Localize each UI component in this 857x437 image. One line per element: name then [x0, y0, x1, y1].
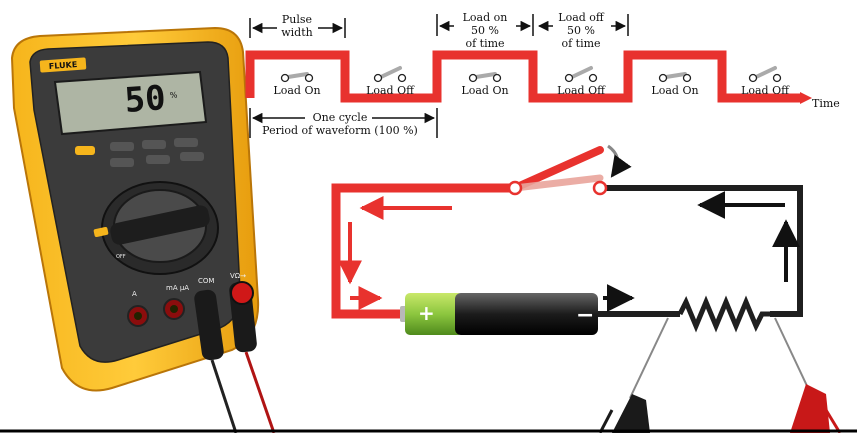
svg-text:50 %: 50 % — [471, 24, 499, 37]
svg-text:of time: of time — [465, 37, 504, 50]
positive-wire — [331, 183, 515, 319]
battery: + − — [400, 293, 598, 335]
battery-minus-sign: − — [576, 303, 594, 328]
segment-load-on: Load On — [273, 72, 321, 97]
hz-button[interactable] — [180, 152, 204, 161]
negative-wire-top — [600, 185, 803, 317]
one-cycle-annotation: One cycle Period of waveform (100 %) — [249, 108, 438, 138]
circuit: + − — [331, 144, 842, 434]
svg-text:FLUKE: FLUKE — [49, 60, 78, 71]
probe-leads — [194, 281, 276, 434]
svg-text:50 %: 50 % — [567, 24, 595, 37]
yellow-button[interactable] — [75, 146, 95, 155]
dial-pointer-icon — [93, 227, 109, 237]
pwm-waveform: Pulse width Load on 50 % of time Load of… — [245, 11, 840, 138]
battery-plus-sign: + — [418, 301, 435, 325]
square-wave — [245, 50, 800, 103]
segment-label: Load On — [273, 84, 320, 97]
switch-open-icon — [748, 66, 782, 83]
switch-closed-icon — [280, 72, 314, 83]
segment-label: Load Off — [366, 84, 415, 97]
fluke-logo: FLUKE — [39, 57, 87, 73]
svg-text:Load on: Load on — [463, 11, 508, 24]
multimeter-display: 50 % — [53, 70, 208, 136]
jack-label-com: COM — [198, 277, 214, 285]
jack-label-milliamps: mA µA — [166, 284, 189, 292]
hold-button[interactable] — [174, 138, 198, 147]
segment-load-off: Load Off — [741, 66, 790, 97]
segment-label: Load Off — [557, 84, 606, 97]
svg-text:of time: of time — [561, 37, 600, 50]
segment-load-on: Load On — [461, 72, 509, 97]
load-off-percent-annotation: Load off 50 % of time — [537, 11, 629, 50]
segment-load-off: Load Off — [366, 66, 415, 97]
segment-load-on: Load On — [651, 72, 699, 97]
svg-text:Period of waveform (100 %): Period of waveform (100 %) — [262, 124, 418, 137]
segment-label: Load On — [461, 84, 508, 97]
input-jacks: A mA µA COM VΩ→ — [127, 272, 246, 327]
dial-off-label: OFF — [116, 254, 126, 260]
battery-positive-end — [405, 293, 463, 335]
segment-load-off: Load Off — [557, 66, 606, 97]
switch-rotation-icon — [607, 144, 632, 178]
resistor — [677, 295, 772, 333]
svg-text:width: width — [281, 26, 312, 39]
pwm-switch — [507, 144, 632, 196]
svg-text:Load off: Load off — [558, 11, 605, 24]
minmax-button[interactable] — [110, 142, 134, 151]
range-button[interactable] — [142, 140, 166, 149]
display-unit: % — [170, 90, 179, 100]
battery-body — [455, 293, 598, 335]
peak-button[interactable] — [110, 158, 134, 167]
pulse-width-annotation: Pulse width — [249, 13, 346, 39]
wave-segments: Load On Load Off Load On Load Off Load On Loa… — [273, 66, 790, 97]
jack-label-volts: VΩ→ — [230, 272, 246, 280]
switch-closed-icon — [468, 72, 502, 83]
time-arrow-icon — [800, 92, 812, 104]
svg-text:Pulse: Pulse — [282, 13, 312, 26]
svg-text:One cycle: One cycle — [313, 111, 368, 124]
time-axis-label: Time — [812, 97, 840, 110]
jack-label-amps: A — [132, 290, 137, 298]
switch-closed-icon — [658, 72, 692, 83]
red-test-probe — [790, 384, 830, 433]
rel-button[interactable] — [146, 155, 170, 164]
segment-label: Load On — [651, 84, 698, 97]
black-probe-plug — [194, 289, 224, 361]
switch-open-icon — [564, 66, 598, 83]
test-probes — [598, 317, 842, 434]
load-on-percent-annotation: Load on 50 % of time — [436, 11, 534, 50]
multimeter: FLUKE 50 % OFF A mA µA — [10, 26, 276, 434]
black-test-probe — [612, 394, 650, 433]
switch-open-icon — [373, 66, 407, 83]
display-reading: 50 — [123, 78, 167, 121]
function-buttons[interactable] — [75, 138, 204, 167]
rotary-dial[interactable]: OFF — [93, 181, 219, 275]
segment-label: Load Off — [741, 84, 790, 97]
